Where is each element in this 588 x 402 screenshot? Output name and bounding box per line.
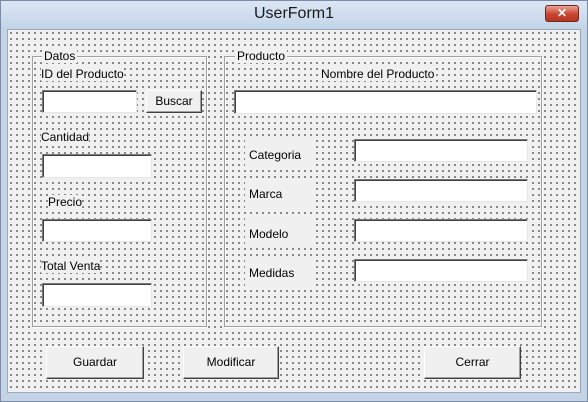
datos-frame: Datos [32,49,207,327]
title-bar[interactable]: UserForm1 ✕ [1,1,587,29]
guardar-button-label: Guardar [72,355,118,369]
medidas-label-text: Medidas [249,266,295,280]
categoria-input[interactable] [354,139,528,162]
medidas-label: Medidas [245,258,315,288]
marca-label: Marca [245,178,315,208]
total-venta-input[interactable] [42,283,152,307]
id-producto-input[interactable] [42,90,137,113]
cerrar-button[interactable]: Cerrar [424,346,521,379]
medidas-input[interactable] [354,259,528,282]
form-client-area: Datos ID del Producto Buscar Cantidad Pr… [7,29,581,393]
precio-input[interactable] [42,219,152,242]
buscar-button-label: Buscar [155,94,193,108]
modificar-button[interactable]: Modificar [183,346,279,379]
buscar-button[interactable]: Buscar [146,90,202,113]
producto-frame-caption: Producto [235,49,288,63]
id-producto-label: ID del Producto [41,67,124,81]
close-icon: ✕ [556,6,568,20]
categoria-label: Categoria [245,140,315,170]
marca-input[interactable] [354,179,528,202]
guardar-button[interactable]: Guardar [46,346,144,379]
precio-label: Precio [48,195,83,209]
window-title: UserForm1 [253,5,334,22]
close-button[interactable]: ✕ [545,5,579,22]
marca-label-text: Marca [249,187,283,201]
datos-frame-caption: Datos [42,49,78,63]
modelo-label-text: Modelo [249,227,289,241]
cantidad-input[interactable] [42,154,152,178]
categoria-label-text: Categoria [249,148,302,162]
cerrar-button-label: Cerrar [455,355,490,369]
nombre-producto-label: Nombre del Producto [321,67,435,81]
producto-frame: Producto [224,49,542,327]
nombre-producto-input[interactable] [234,90,537,114]
modelo-label: Modelo [245,218,315,248]
modificar-button-label: Modificar [206,355,256,369]
modelo-input[interactable] [354,219,528,242]
total-venta-label: Total Venta [41,259,101,273]
cantidad-label: Cantidad [41,130,90,144]
